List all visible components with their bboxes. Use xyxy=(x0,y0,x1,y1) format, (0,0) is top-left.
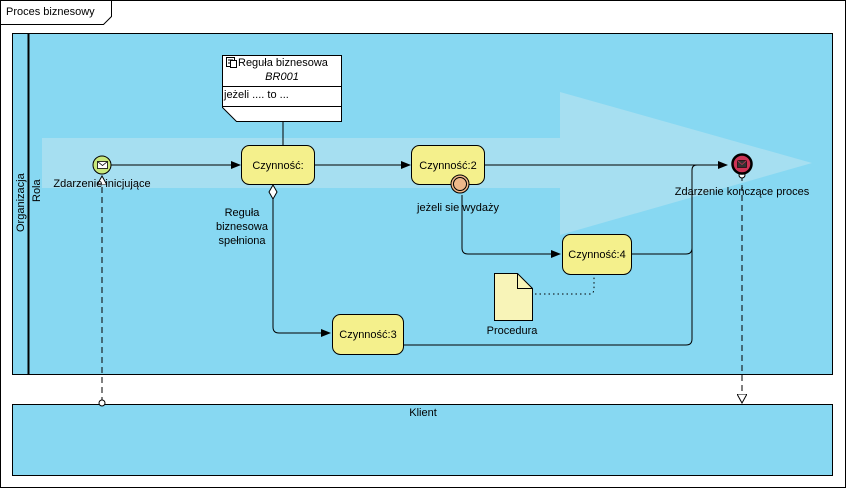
document-association xyxy=(535,275,595,295)
envelope-filled-icon xyxy=(737,160,747,168)
end-event[interactable] xyxy=(731,153,753,175)
task-3[interactable]: Czynność:3 xyxy=(332,314,404,355)
frame-title: Proces biznesowy xyxy=(6,6,95,18)
task-4-label: Czynność:4 xyxy=(568,249,625,261)
rule-text: jeżeli .... to ... xyxy=(223,89,289,101)
task-1-label: Czynność: xyxy=(252,160,303,172)
task-1[interactable]: Czynność: xyxy=(241,145,315,185)
lane-name: Rola xyxy=(31,178,43,202)
boundary-event-label: jeżeli sie wydaży xyxy=(416,202,499,214)
flow-task3-to-end[interactable] xyxy=(404,170,693,346)
condition-label-line2: biznesowa xyxy=(216,221,269,233)
start-event-label: Zdarzenie inicjujące xyxy=(53,178,150,190)
end-event-label: Zdarzenie kończące proces xyxy=(675,186,810,198)
document-label: Procedura xyxy=(487,325,539,337)
business-rule[interactable]: Reguła biznesowa BR001 jeżeli .... to ..… xyxy=(222,55,342,122)
task-4[interactable]: Czynność:4 xyxy=(562,234,632,275)
pool-name: Organizacja xyxy=(15,172,27,232)
start-event[interactable] xyxy=(92,155,112,175)
task-2[interactable]: Czynność:2 xyxy=(411,145,485,185)
client-pool[interactable] xyxy=(12,404,833,476)
document-procedura[interactable] xyxy=(494,273,533,321)
flow-task1-to-task3-conditional[interactable] xyxy=(268,183,331,337)
organization-pool[interactable] xyxy=(12,33,833,375)
rule-id: BR001 xyxy=(265,71,299,83)
rule-icon xyxy=(226,57,237,68)
flow-boundary-to-task4[interactable] xyxy=(461,195,561,258)
envelope-icon xyxy=(97,161,108,169)
client-pool-name: Klient xyxy=(409,407,437,419)
task-2-label: Czynność:2 xyxy=(419,160,476,172)
condition-label-line1: Reguła xyxy=(225,207,261,219)
rule-title: Reguła biznesowa xyxy=(238,57,329,69)
boundary-event[interactable] xyxy=(450,174,470,194)
task-3-label: Czynność:3 xyxy=(339,329,396,341)
frame-title-tab xyxy=(0,0,112,25)
condition-label-line3: spełniona xyxy=(218,235,266,247)
